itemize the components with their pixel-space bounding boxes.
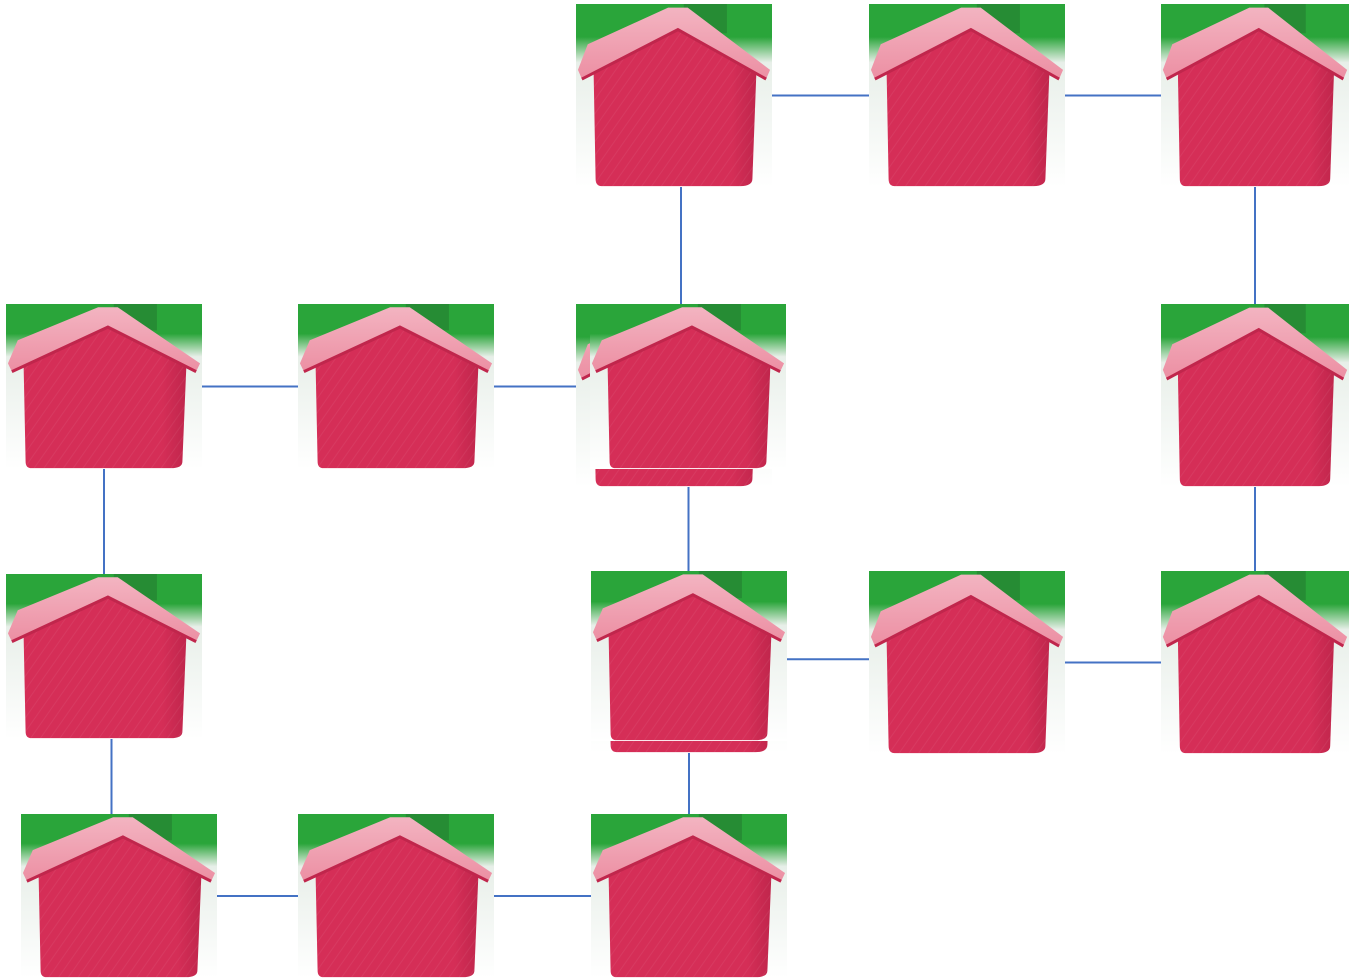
house-nodes [6,4,1349,978]
house-icon [6,304,202,469]
house-icon [6,574,202,739]
house-icon [298,814,494,978]
house-icon [869,4,1065,187]
house-icon [1161,4,1349,187]
house-icon [591,571,787,741]
house-icon [1161,571,1349,754]
house-icon [590,304,786,469]
house-icon [869,571,1065,754]
house-icon [591,814,787,978]
house-icon [576,4,772,187]
connector-lines [103,94,1256,897]
house-icon [1161,304,1349,487]
house-icon [21,814,217,978]
house-icon [298,304,494,469]
